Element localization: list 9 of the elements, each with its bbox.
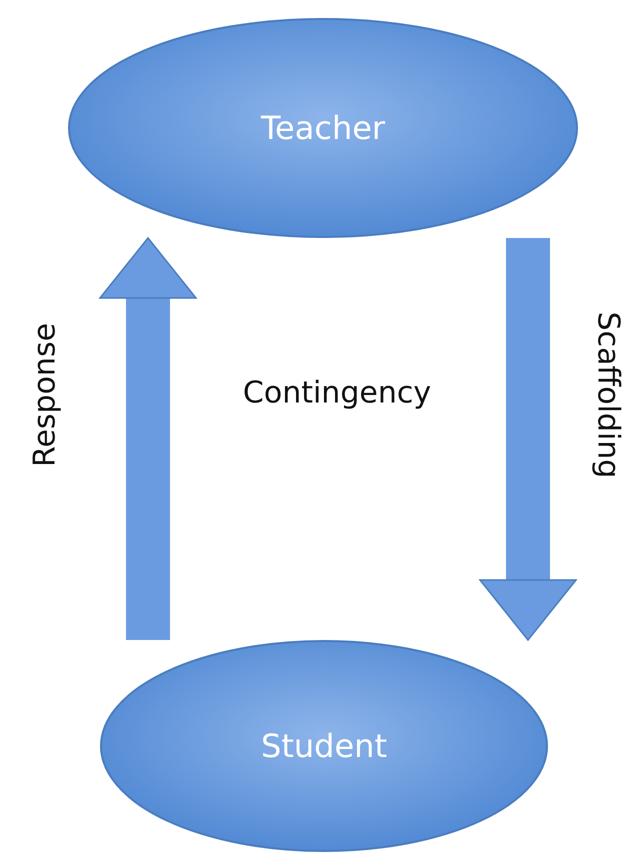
node-label: Student <box>261 727 387 765</box>
ellipse-node <box>100 640 548 852</box>
edge-label: Scaffolding <box>590 312 626 478</box>
node-label: Teacher <box>260 109 386 147</box>
ellipse-node <box>68 18 578 238</box>
edge-label: Response <box>28 322 62 468</box>
center-label: Contingency <box>242 376 432 410</box>
block-arrow <box>479 238 577 641</box>
block-arrow <box>99 237 197 640</box>
